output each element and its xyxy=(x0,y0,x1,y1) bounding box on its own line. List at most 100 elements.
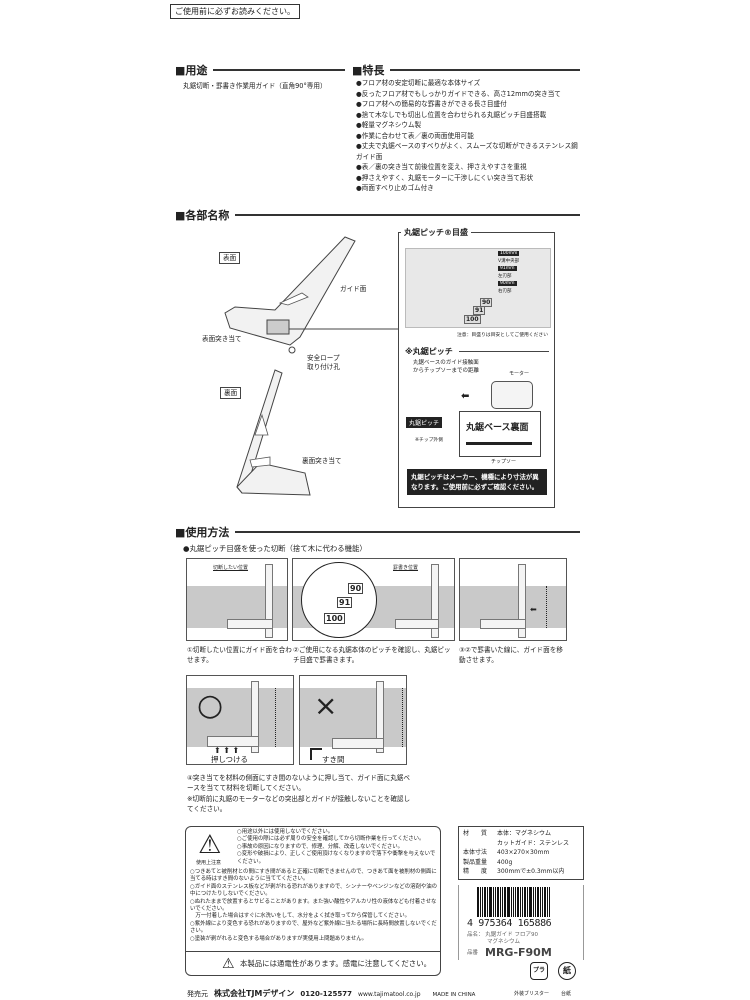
spec-table: 材 質本体：マグネシウム カットガイド：ステンレス 本体寸法 403×270×30… xyxy=(458,826,584,880)
barcode-bar xyxy=(500,887,501,917)
howto-heading: ■使用方法 xyxy=(175,524,580,540)
spec-row: カットガイド：ステンレス xyxy=(463,839,579,849)
back-stop-label: 裏面突き当て xyxy=(302,457,342,465)
product-code-label: 品番 xyxy=(467,950,479,956)
gap-arrow-icon xyxy=(310,748,322,760)
barcode-bar xyxy=(517,887,519,917)
guide-base xyxy=(227,619,273,629)
tipsaw-blade xyxy=(466,442,532,445)
electric-warning-icon: ⚠ xyxy=(222,956,235,972)
arrow-left-icon: ⬅ xyxy=(461,391,470,402)
barcode-bar xyxy=(489,887,492,917)
guide-diagram xyxy=(224,236,398,496)
magnifier-circle: 90 91 100 xyxy=(301,562,377,638)
m90-tag: 90mm xyxy=(498,281,517,286)
tip-outer-label: ※チップ外側 xyxy=(415,438,444,443)
guide-base xyxy=(207,736,259,747)
divider xyxy=(235,214,580,216)
electric-warning: 本製品には通電性があります。感電に注意してください。 xyxy=(240,959,431,968)
read-before-use-note: ご使用前に必ずお読みください。 xyxy=(170,4,300,19)
guide-arm xyxy=(431,564,439,638)
spec-row: 材 質本体：マグネシウム xyxy=(463,829,579,839)
ok-symbol: ○ xyxy=(197,688,224,723)
caution-label: 使用上注意 xyxy=(196,860,222,866)
product-code: MRG-F90M xyxy=(485,946,552,959)
barcode xyxy=(477,887,550,917)
spec-value: 300mmで±0.3mm以内 xyxy=(497,868,565,875)
step4-caption: ④突き当てを材料の側面にすき間のないように押し当て、ガイド面に丸鋸ベースを当てて… xyxy=(187,774,410,792)
spec-key: 本体寸法 xyxy=(463,849,488,856)
feature-item: ●押さえやすく、丸鋸モーターに干渉しにくい突き当て形状 xyxy=(356,173,534,182)
divider xyxy=(459,351,549,352)
parts-heading: ■各部名称 xyxy=(175,207,580,223)
caution-item: ○用途以外には使用しないでください。 xyxy=(237,829,334,835)
barcode-bar xyxy=(487,887,488,917)
warning-triangle-icon: ⚠ xyxy=(198,830,222,860)
push-label: 押しつける xyxy=(211,755,249,764)
barcode-bar xyxy=(502,887,503,917)
caution-box: ⚠ 使用上注意 ○用途以外には使用しないでください。 ○ご使用の際には必ず周りの… xyxy=(185,826,441,976)
parts-heading-text: ■各部名称 xyxy=(175,209,230,222)
step2-panel: 90 91 100 罫書き位置 xyxy=(292,558,455,641)
caution-item: ○紫外線により変色する恐れがありますので、屋外など紫外線に当たる場所に長時間放置… xyxy=(190,920,437,935)
spec-value: 403×270×30mm xyxy=(497,849,550,856)
step1-caption: ①切断したい位置にガイド面を合わせます。 xyxy=(187,646,292,664)
barcode-bar xyxy=(482,887,483,917)
push-arrows-icon: ⬆ ⬆ ⬆ xyxy=(214,746,240,755)
pitch-desc-1: 丸鋸ベースのガイド接触面 xyxy=(413,360,479,366)
pla-mark: プラ xyxy=(532,967,545,974)
spec-row: 本体寸法 403×270×30mm xyxy=(463,848,579,858)
marked-line xyxy=(546,586,547,628)
barcode-bar xyxy=(477,887,479,917)
m91-tag: 91mm xyxy=(498,266,517,271)
material-band xyxy=(300,688,406,747)
saw-base: 丸鋸ベース裏面 xyxy=(459,411,541,457)
feature-item: ●軽量マグネシウム製 xyxy=(356,121,422,129)
barcode-bar xyxy=(497,887,499,917)
barcode-bar xyxy=(547,887,548,917)
product-name-1: 丸鋸ガイド フロア90 xyxy=(485,932,539,938)
feature-item: ●フロア材への簡易的な罫書きができる長さ目盛付 xyxy=(356,100,507,108)
barcode-bar xyxy=(544,887,546,917)
barcode-bar xyxy=(515,887,516,917)
usage-heading-text: ■用途 xyxy=(175,64,208,77)
pitch-heading: ※丸鋸ピッチ xyxy=(405,347,453,356)
step3-panel: ⬅ xyxy=(459,558,567,641)
product-label-area: 4 975364 165886 品名： 丸鋸ガイド フロア90 マグネシウム 品… xyxy=(458,885,584,960)
divider xyxy=(213,69,345,71)
plastic-recycle-icon: プラ xyxy=(530,962,548,980)
step2-caption: ②ご使用になる丸鋸本体のピッチを確認し、丸鋸ピッチ目盛で罫書きます。 xyxy=(293,646,451,664)
divider xyxy=(186,951,440,952)
m90-sub: 右刃部 xyxy=(498,289,512,294)
product-name-2: マグネシウム xyxy=(487,939,521,945)
guide-base xyxy=(395,619,439,629)
n90: 90 xyxy=(480,298,493,307)
guide-base xyxy=(332,738,384,749)
paper-mark: 紙 xyxy=(563,966,571,975)
mag-100: 100 xyxy=(324,613,345,624)
product-name-label: 品名： xyxy=(467,932,484,938)
feature-item: ●両面すべり止めゴム付き xyxy=(356,184,434,192)
phone: 0120-125577 xyxy=(300,990,353,998)
m100-sub: V溝中央部 xyxy=(498,259,520,264)
rope-hole-label-2: 取り付け孔 xyxy=(307,363,340,371)
product-name: 品名： 丸鋸ガイド フロア90 xyxy=(467,932,538,939)
divider xyxy=(390,69,580,71)
company-name: 株式会社TJMデザイン xyxy=(214,989,295,998)
gap-label: すき間 xyxy=(322,755,345,764)
paper-label: 台紙 xyxy=(561,991,572,997)
motor-shape xyxy=(491,381,533,409)
feature-item: ●捨て木なしでも切出し位置を合わせられる丸鋸ピッチ目盛搭載 xyxy=(356,110,547,119)
caution-item: ○塗装が剥がれると変色する場合がありますが実使用上問題ありません。 xyxy=(190,935,368,942)
spec-value: 400g xyxy=(497,858,513,866)
barcode-bar xyxy=(540,887,541,917)
wrong-example-panel: × すき間 xyxy=(299,675,407,765)
barcode-bar xyxy=(484,887,486,917)
features-list: ●フロア材の安定切断に最適な本体サイズ ●反ったフロア材でもしっかりガイドできる… xyxy=(356,78,584,194)
barcode-bar xyxy=(524,887,526,917)
caution-item: ○事故の原因になりますので、修理、分解、改造しないでください。 xyxy=(237,843,404,850)
guide-arm xyxy=(265,564,273,638)
mag-90: 90 xyxy=(348,583,364,594)
